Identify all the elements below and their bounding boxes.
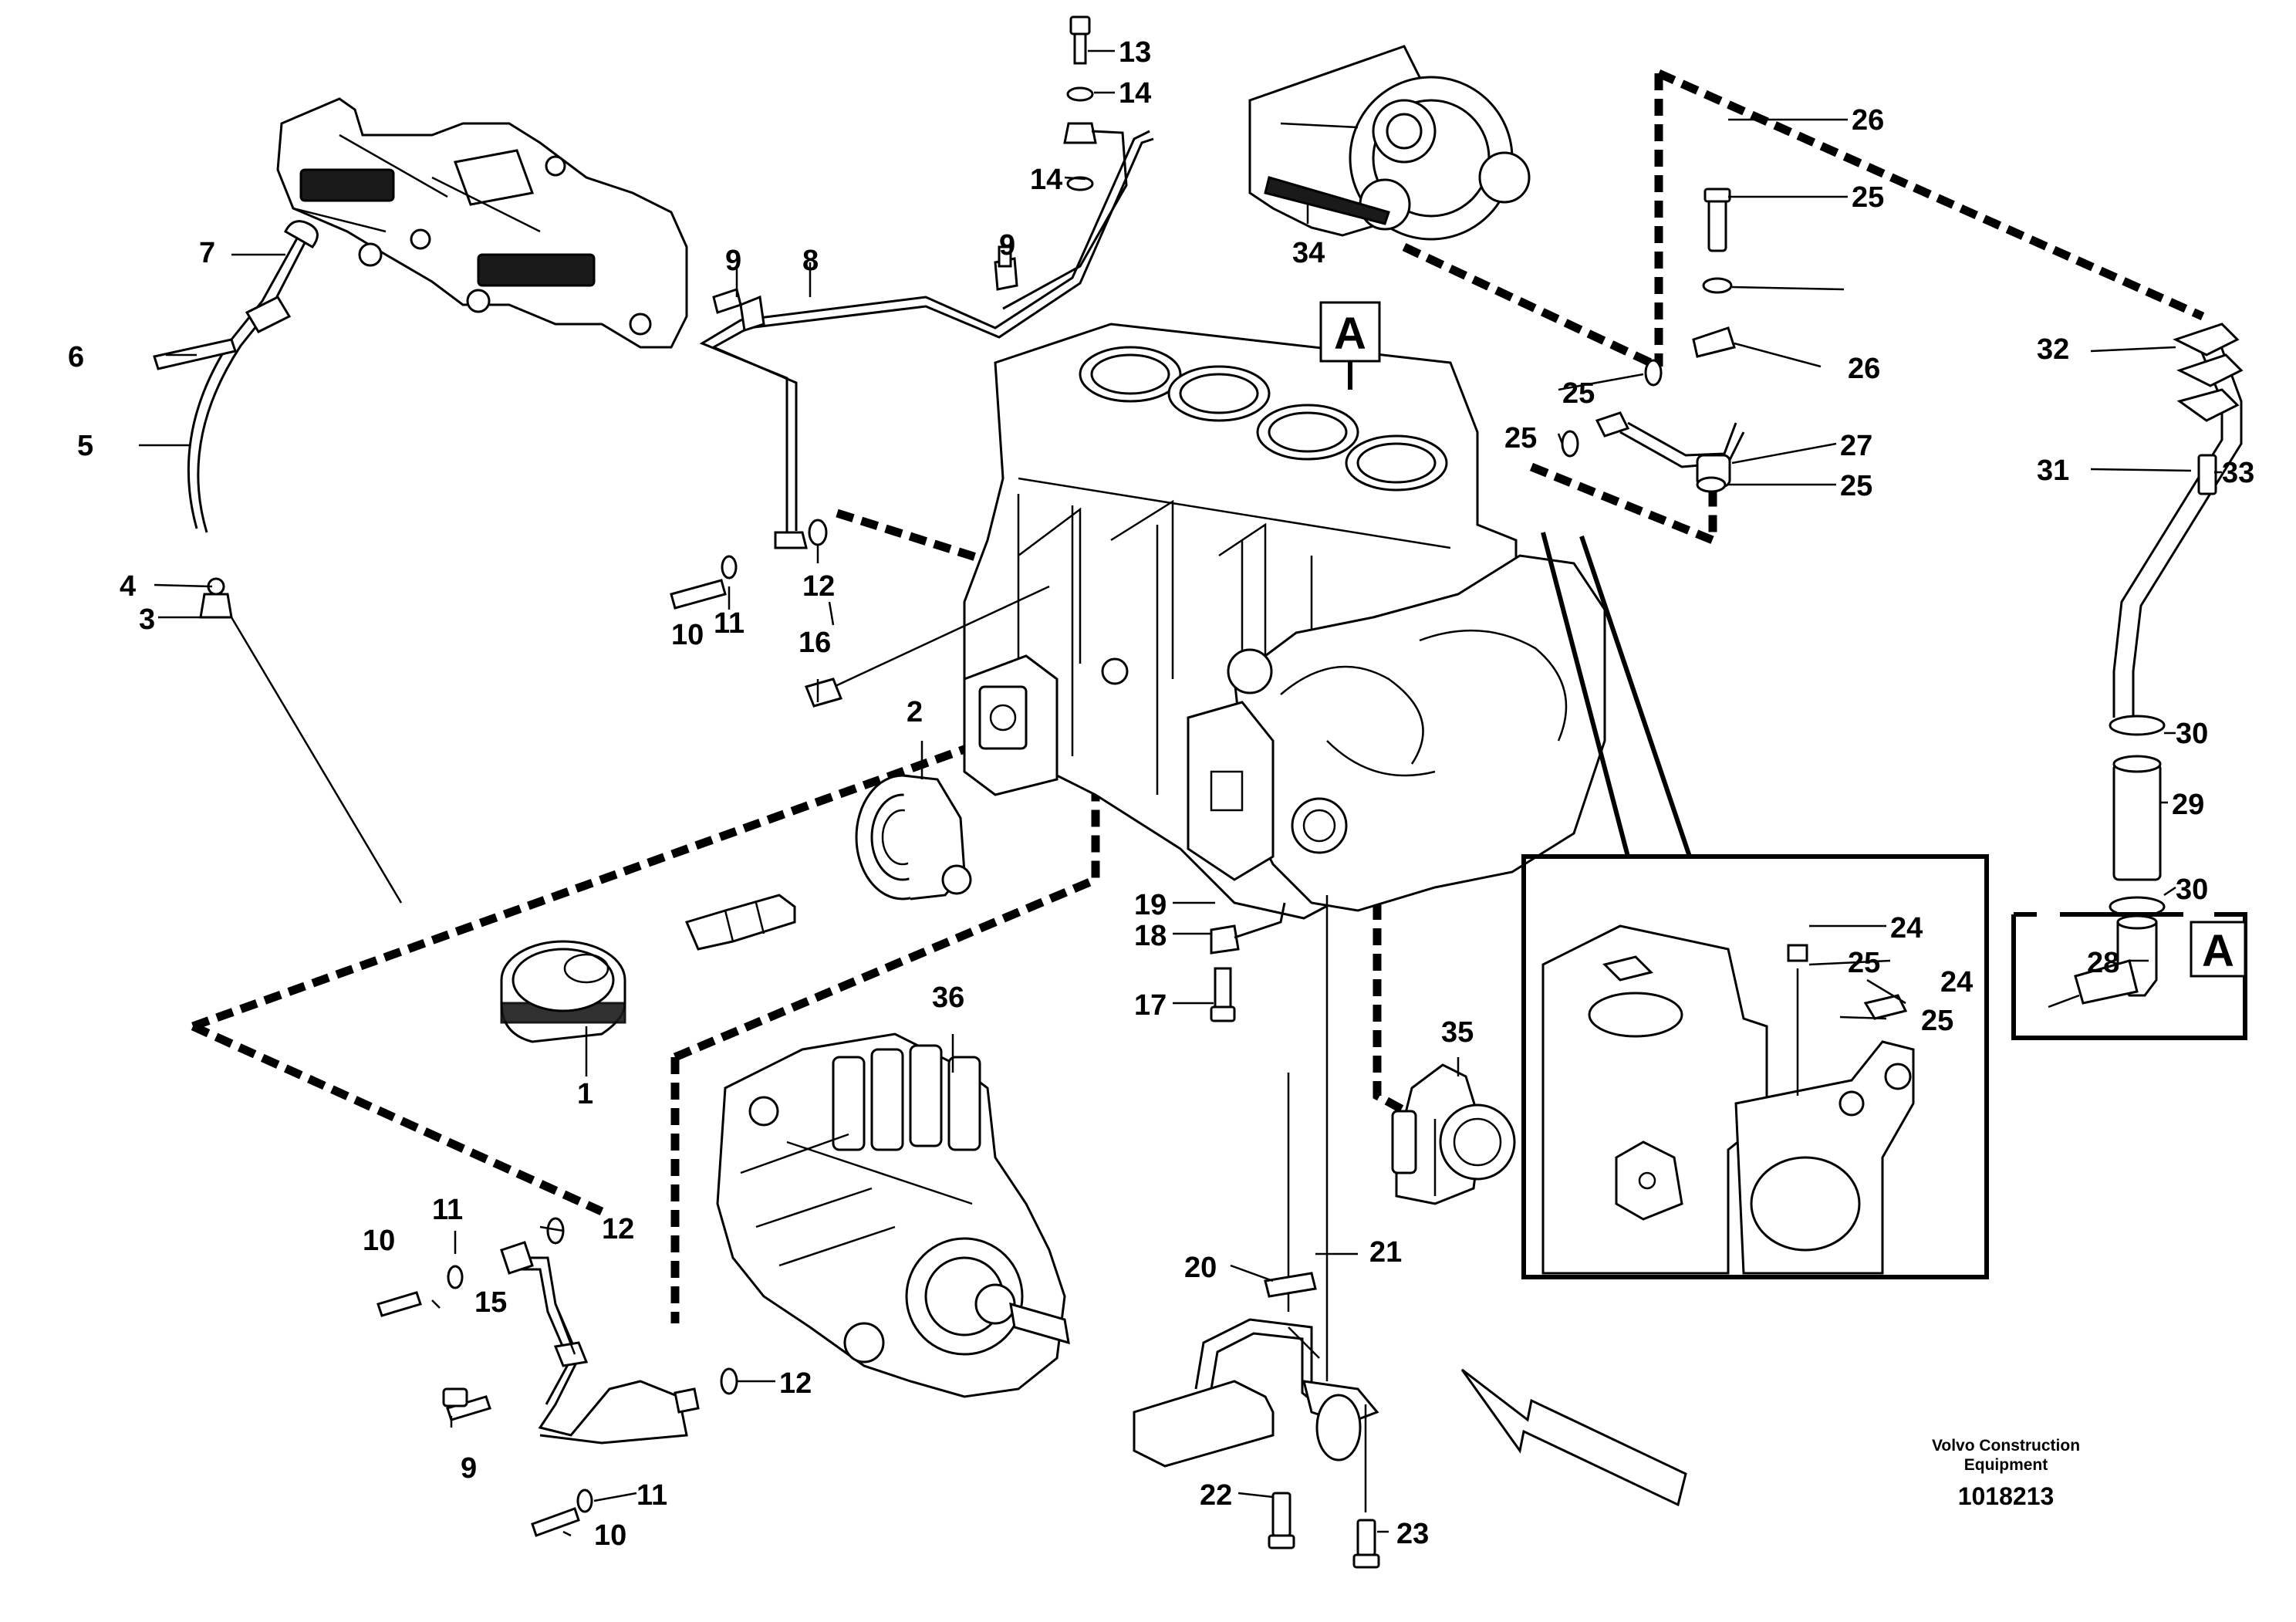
callout-12b: 12 bbox=[602, 1213, 634, 1245]
callout-28: 28 bbox=[2087, 947, 2119, 979]
oil-filter-adapter bbox=[855, 774, 972, 901]
callout-9b: 9 bbox=[999, 229, 1015, 262]
view-direction-arrow bbox=[1460, 1368, 1687, 1507]
detail-box-28 bbox=[2011, 912, 2247, 1040]
tube-16 bbox=[804, 585, 1050, 708]
callout-32: 32 bbox=[2037, 333, 2069, 366]
pipe-31 bbox=[2112, 323, 2244, 718]
document-number: 1018213 bbox=[1958, 1482, 2055, 1510]
oil-pressure-sender bbox=[684, 894, 796, 951]
callout-12c: 12 bbox=[779, 1367, 812, 1400]
oil-pump bbox=[1391, 1063, 1516, 1205]
callout-15: 15 bbox=[474, 1286, 507, 1319]
callout-27: 27 bbox=[1840, 430, 1872, 462]
callout-30b: 30 bbox=[2176, 874, 2208, 906]
callout-11a: 11 bbox=[714, 607, 745, 640]
callout-10c: 10 bbox=[594, 1519, 626, 1552]
callout-25b: 25 bbox=[1562, 377, 1595, 410]
callout-1: 1 bbox=[577, 1078, 593, 1110]
callout-30a: 30 bbox=[2176, 718, 2208, 750]
callout-8: 8 bbox=[802, 245, 819, 277]
callout-20: 20 bbox=[1184, 1252, 1217, 1284]
engine-block bbox=[963, 323, 1606, 920]
callout-14a: 14 bbox=[1119, 77, 1151, 110]
hose-29 bbox=[2109, 715, 2166, 917]
exhaust-manifold bbox=[276, 97, 688, 349]
company-name-line2: Equipment bbox=[1964, 1456, 2048, 1474]
dipstick-tube bbox=[187, 220, 403, 904]
oil-pipe-15 bbox=[500, 1241, 700, 1445]
turbocharger bbox=[1248, 45, 1531, 241]
callout-6: 6 bbox=[68, 341, 84, 373]
oil-strainer bbox=[1133, 895, 1379, 1512]
callout-19: 19 bbox=[1134, 889, 1167, 921]
callout-17: 17 bbox=[1134, 989, 1167, 1022]
callout-7: 7 bbox=[199, 237, 215, 269]
callout-25f: 25 bbox=[1921, 1005, 1953, 1037]
callout-29: 29 bbox=[2172, 789, 2204, 821]
dashed-routes bbox=[191, 69, 2205, 1323]
callout-4: 4 bbox=[120, 570, 136, 603]
callout-11b: 11 bbox=[432, 1194, 463, 1226]
callout-3: 3 bbox=[139, 603, 155, 636]
callout-2: 2 bbox=[907, 696, 923, 728]
callout-25a: 25 bbox=[1852, 181, 1884, 214]
callout-9a: 9 bbox=[725, 245, 741, 277]
callout-31: 31 bbox=[2037, 454, 2069, 487]
callout-25d: 25 bbox=[1840, 470, 1872, 502]
callout-25e: 25 bbox=[1848, 947, 1880, 979]
callout-9c: 9 bbox=[461, 1452, 477, 1485]
callout-18: 18 bbox=[1134, 920, 1167, 952]
company-name-line1: Volvo Construction bbox=[1932, 1437, 2080, 1455]
callout-26b: 26 bbox=[1848, 353, 1880, 385]
document-footer: Volvo Construction Equipment 1018213 bbox=[1932, 1437, 2080, 1510]
callout-35: 35 bbox=[1441, 1016, 1474, 1049]
callout-22: 22 bbox=[1200, 1479, 1232, 1512]
callout-10a: 10 bbox=[671, 619, 704, 651]
callout-labels: 13 14 14 7 6 5 4 3 9 8 9 34 10 11 12 16 … bbox=[68, 36, 2254, 1552]
callout-12a: 12 bbox=[802, 570, 835, 603]
detail-view-a bbox=[1521, 532, 1989, 1279]
callout-24a: 24 bbox=[1890, 912, 1923, 944]
injection-pump bbox=[716, 1032, 1070, 1398]
view-marker-top: A bbox=[1319, 301, 1381, 390]
callout-36: 36 bbox=[932, 982, 964, 1014]
fasteners bbox=[153, 15, 2217, 1569]
callout-25c: 25 bbox=[1504, 422, 1537, 454]
callout-23: 23 bbox=[1396, 1518, 1429, 1550]
callout-26a: 26 bbox=[1852, 104, 1884, 137]
callout-16: 16 bbox=[799, 627, 831, 659]
svg-text:A: A bbox=[2202, 926, 2234, 976]
callout-14b: 14 bbox=[1030, 164, 1062, 196]
callout-34: 34 bbox=[1292, 237, 1325, 269]
callout-11c: 11 bbox=[636, 1479, 667, 1512]
svg-text:A: A bbox=[1334, 309, 1366, 359]
view-marker-detail: A bbox=[2190, 921, 2247, 978]
leader-lines bbox=[139, 49, 2222, 1537]
return-pipe-27 bbox=[1595, 411, 1745, 488]
callout-10b: 10 bbox=[363, 1225, 395, 1257]
callout-24b: 24 bbox=[1940, 966, 1973, 999]
callout-13: 13 bbox=[1119, 36, 1151, 69]
callout-5: 5 bbox=[77, 430, 93, 462]
callout-33: 33 bbox=[2222, 457, 2254, 489]
oil-filter bbox=[500, 940, 626, 1043]
callout-21: 21 bbox=[1369, 1236, 1402, 1269]
